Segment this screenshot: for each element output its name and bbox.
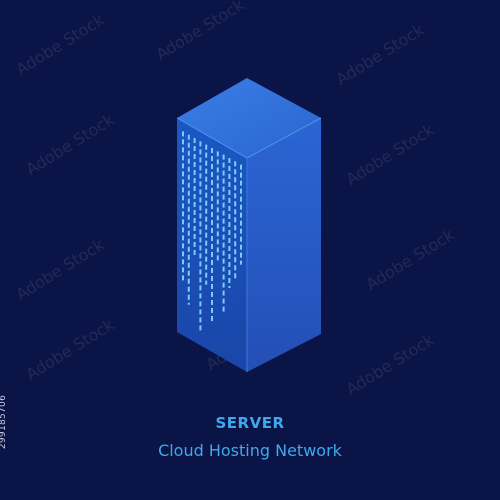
data-lines (182, 131, 242, 332)
stock-id: 299185706 (0, 394, 8, 450)
caption-title: SERVER (215, 414, 285, 432)
caption-subtitle: Cloud Hosting Network (158, 441, 342, 460)
server-right-face (247, 118, 321, 372)
